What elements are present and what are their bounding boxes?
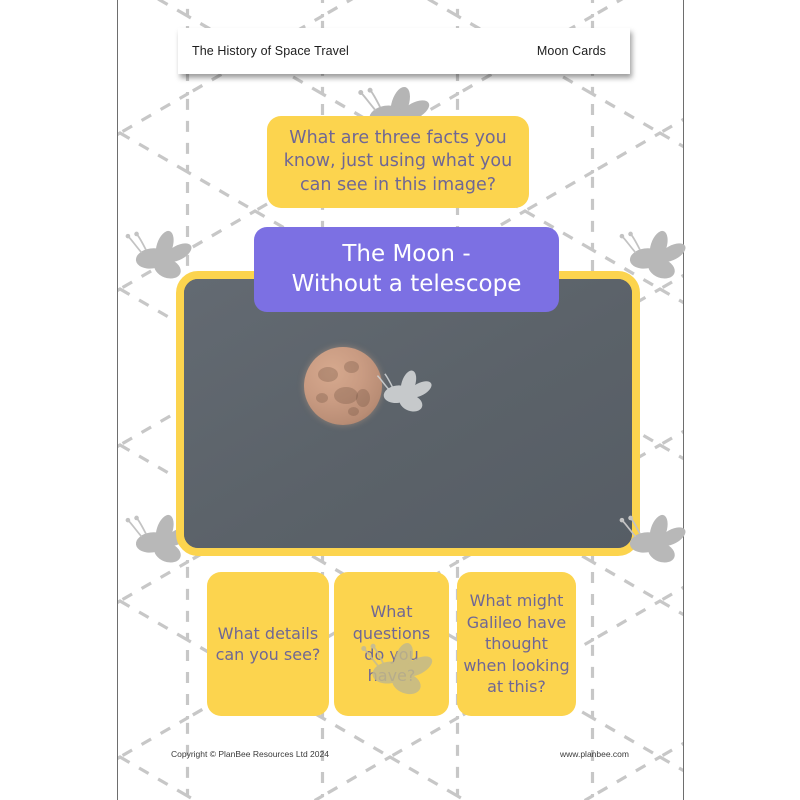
- prompt-card-top[interactable]: What are three facts you know, just usin…: [267, 116, 529, 208]
- prompt-card-galileo[interactable]: What might Galileo have thought when loo…: [457, 572, 576, 716]
- prompt-card-details[interactable]: What details can you see?: [207, 572, 329, 716]
- page-left-edge: [117, 0, 118, 800]
- page-right-edge: [683, 0, 684, 800]
- prompt-card-questions[interactable]: What questions do you have?: [334, 572, 449, 716]
- page-footer: Copyright © PlanBee Resources Ltd 2024 w…: [117, 744, 683, 764]
- header-right-title: Moon Cards: [536, 44, 606, 58]
- prompt-card-top-text: What are three facts you know, just usin…: [283, 127, 513, 195]
- title-banner-text: The Moon - Without a telescope: [292, 240, 522, 299]
- footer-website: www.planbee.com: [560, 749, 629, 759]
- header-left-title: The History of Space Travel: [192, 44, 349, 58]
- image-panel-sky: [184, 279, 632, 548]
- page-header: The History of Space Travel Moon Cards: [178, 28, 630, 74]
- prompt-card-questions-text: What questions do you have?: [352, 602, 431, 686]
- image-panel: [176, 271, 640, 556]
- title-line-2: Without a telescope: [291, 270, 522, 297]
- title-banner: The Moon - Without a telescope: [254, 227, 559, 312]
- moon-image: [304, 347, 382, 425]
- prompt-card-details-text: What details can you see?: [215, 623, 321, 664]
- prompt-card-galileo-text: What might Galileo have thought when loo…: [463, 591, 570, 697]
- footer-copyright: Copyright © PlanBee Resources Ltd 2024: [171, 749, 329, 759]
- title-line-1: The Moon -: [342, 241, 471, 268]
